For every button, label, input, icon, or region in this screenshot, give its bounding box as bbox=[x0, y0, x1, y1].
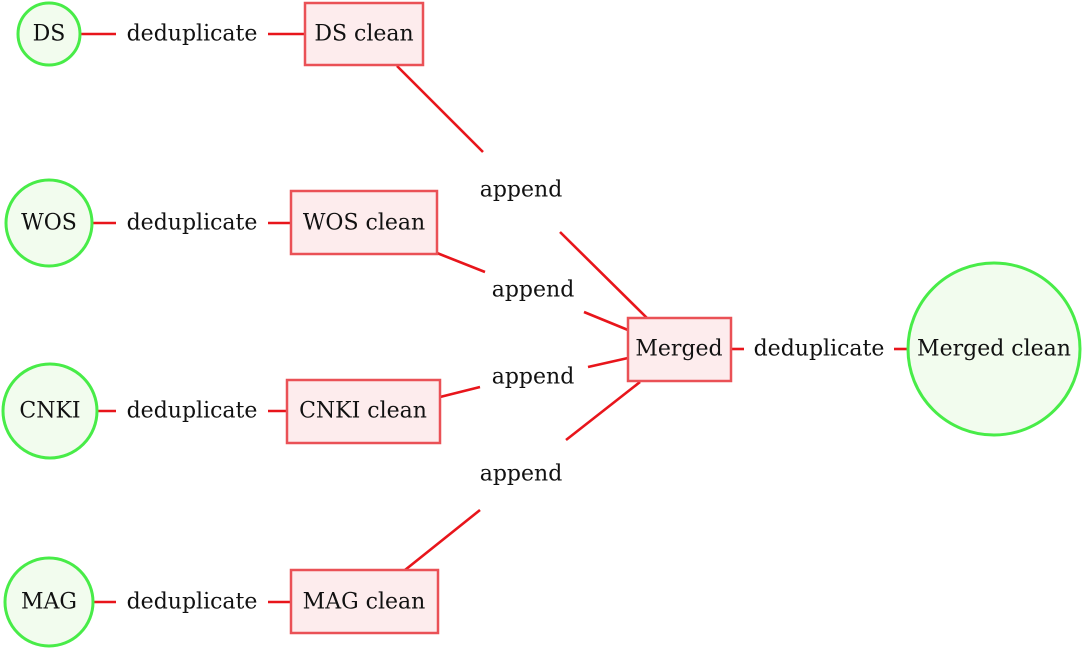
clean-label: MAG clean bbox=[303, 590, 426, 615]
merged-label: Merged bbox=[635, 337, 722, 362]
source-node-wos: WOS bbox=[4, 178, 94, 268]
source-label: WOS bbox=[21, 211, 77, 236]
edges bbox=[80, 32, 908, 604]
edge-mag-clean-append bbox=[404, 508, 481, 572]
edge-wos-clean-append bbox=[436, 251, 486, 274]
clean-label: CNKI clean bbox=[299, 399, 427, 424]
source-node-ds: DS bbox=[16, 1, 82, 67]
source-node-mag: MAG bbox=[3, 556, 95, 648]
edge-append3-merged bbox=[587, 356, 629, 369]
append-label: append bbox=[492, 278, 575, 303]
append-label: append bbox=[492, 365, 575, 390]
final-node-merged-clean: Merged clean bbox=[906, 261, 1082, 437]
clean-node-cnki: CNKI clean bbox=[285, 378, 442, 445]
edge-append2-merged bbox=[583, 310, 629, 332]
dedup-label-cnki: deduplicate bbox=[127, 399, 258, 424]
edge-append4-merged bbox=[565, 380, 641, 442]
append-label: append bbox=[480, 462, 563, 487]
dedup-label-mag: deduplicate bbox=[127, 590, 258, 615]
clean-label: DS clean bbox=[314, 22, 413, 47]
clean-label: WOS clean bbox=[303, 211, 425, 236]
final-label: Merged clean bbox=[917, 337, 1071, 362]
source-label: CNKI bbox=[19, 399, 80, 424]
source-label: MAG bbox=[21, 590, 77, 615]
source-label: DS bbox=[33, 22, 66, 47]
dedup-label-ds: deduplicate bbox=[127, 22, 258, 47]
clean-node-ds: DS clean bbox=[303, 1, 425, 67]
source-node-cnki: CNKI bbox=[1, 362, 99, 460]
dedup-label-merged: deduplicate bbox=[754, 337, 885, 362]
clean-node-mag: MAG clean bbox=[289, 568, 440, 635]
edge-append1-merged bbox=[559, 231, 648, 319]
edge-cnki-clean-append bbox=[439, 385, 481, 399]
merged-node: Merged bbox=[626, 316, 733, 383]
edge-ds-clean-append bbox=[396, 65, 484, 153]
clean-node-wos: WOS clean bbox=[289, 189, 439, 256]
dedup-label-wos: deduplicate bbox=[127, 211, 258, 236]
append-label: append bbox=[480, 178, 563, 203]
